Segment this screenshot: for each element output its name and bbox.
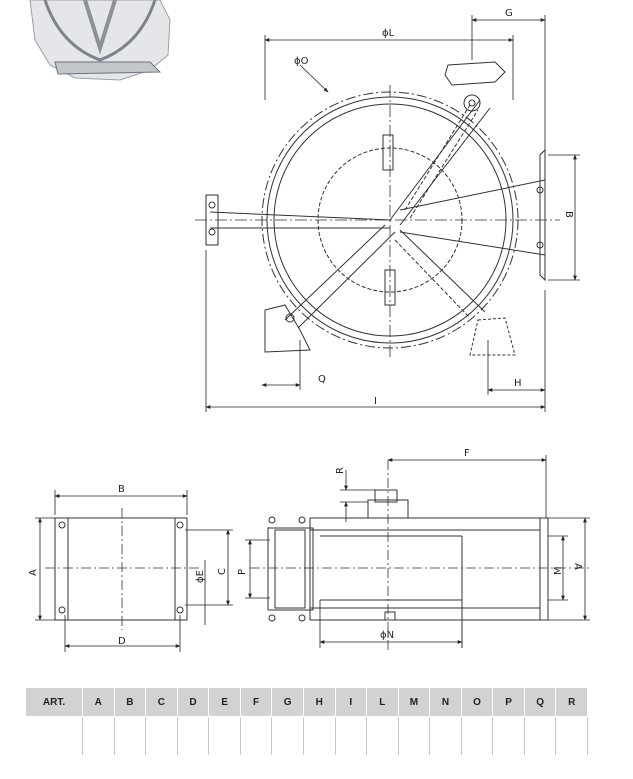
dim-E-label: ϕE [195,570,206,583]
dim-R-label: R [335,467,346,474]
table-header-cell: A [82,688,115,717]
spec-table: ART. A B C D E F G H I L M N O P Q R [26,688,588,755]
table-header-cell: D [177,688,210,717]
side-view [250,460,590,650]
table-header-cell: M [398,688,431,717]
table-header-cell: P [492,688,525,717]
table-header-cell: G [271,688,304,717]
dim-G-label: G [505,8,513,19]
table-header-cell: H [303,688,336,717]
table-header-cell: F [240,688,273,717]
table-header-cell: E [208,688,241,717]
top-view [195,61,560,360]
left-view [45,508,200,630]
table-cell [524,716,557,755]
table-cell [461,716,494,755]
table-cell [271,716,304,755]
top-view-labels: ϕL G ϕO B H Q I [294,8,574,407]
dim-L-label: ϕL [382,28,395,39]
dim-B-top-label: B [563,211,574,218]
table-header-cell: O [461,688,494,717]
table-cell [208,716,241,755]
table-header-cell: L [366,688,399,717]
table-header-cell: B [114,688,147,717]
dim-F-label: F [464,448,470,459]
table-cell [177,716,210,755]
dim-A-left-label: A [28,569,39,576]
table-cell [240,716,273,755]
table-cell [555,716,588,755]
table-cell [398,716,431,755]
side-view-labels: F R P M A ϕN [237,448,583,641]
table-cell [82,716,115,755]
table-cell [429,716,462,755]
table-header-cell: I [335,688,368,717]
product-photo [29,0,171,81]
dim-H-label: H [514,378,522,389]
left-view-labels: B A D ϕE C [28,484,228,647]
top-view-dimensions [205,15,580,412]
dim-A-side-label: A [572,563,583,570]
table-header-cell: R [555,688,588,717]
table-header-cell: N [429,688,462,717]
left-view-dimensions [35,490,233,652]
dim-B-left-label: B [118,484,125,495]
table-cell [492,716,525,755]
table-cell [303,716,336,755]
dim-O-label: ϕO [294,56,309,67]
dim-I-label: I [374,396,377,407]
side-view-dimensions [245,455,590,648]
table-cell [145,716,178,755]
table-header-cell: C [145,688,178,717]
table-row [26,716,588,755]
dim-C-label: C [217,568,228,575]
table-header-cell: ART. [26,688,83,717]
table-cell [366,716,399,755]
table-cell [26,716,83,755]
dim-N-label: ϕN [380,630,394,641]
table-header-cell: Q [524,688,557,717]
dim-P-label: P [237,569,248,575]
table-cell [335,716,368,755]
dim-Q-label: Q [318,374,326,385]
table-cell [114,716,147,755]
table-header-row: ART. A B C D E F G H I L M N O P Q R [26,688,588,717]
dim-M-label: M [553,566,564,575]
dim-D-label: D [118,636,126,647]
